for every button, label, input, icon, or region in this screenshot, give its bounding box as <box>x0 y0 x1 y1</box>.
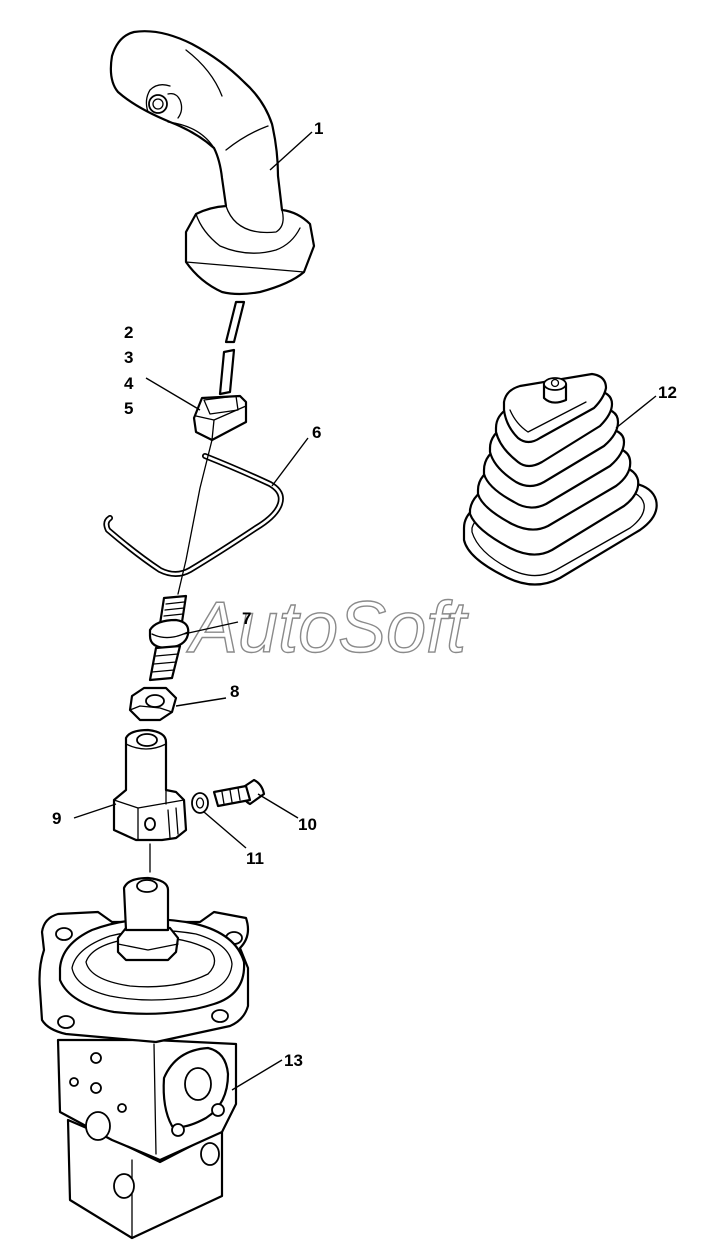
autosoft-watermark: AutoSoft <box>186 588 469 668</box>
wire-retainer-clip <box>103 453 284 577</box>
bolt <box>212 778 266 808</box>
cable-line <box>177 439 213 595</box>
callout-4: 4 <box>124 374 134 393</box>
washer <box>191 792 209 814</box>
callout-1: 1 <box>314 119 323 138</box>
joystick-handle <box>109 30 316 296</box>
callout-11: 11 <box>246 849 264 868</box>
callout-8: 8 <box>230 682 239 701</box>
switch-connector <box>192 348 248 442</box>
rubber-boot <box>462 372 658 586</box>
callout-3: 3 <box>124 348 133 367</box>
callout-6: 6 <box>312 423 321 442</box>
callout-9: 9 <box>52 809 61 828</box>
pilot-valve-body <box>38 876 250 1240</box>
callout-labels: 1 2 3 4 5 6 7 8 9 10 11 12 13 <box>52 119 677 1070</box>
callout-5: 5 <box>124 399 133 418</box>
handle-shaft <box>224 300 246 344</box>
callout-10: 10 <box>298 815 317 834</box>
hex-nut <box>128 686 178 722</box>
threaded-stud <box>148 594 190 682</box>
callout-13: 13 <box>284 1051 303 1070</box>
coupling-block <box>112 728 188 842</box>
callout-2: 2 <box>124 323 133 342</box>
callout-12: 12 <box>658 383 677 402</box>
leader-lines <box>73 131 657 1091</box>
callout-7: 7 <box>242 609 251 628</box>
